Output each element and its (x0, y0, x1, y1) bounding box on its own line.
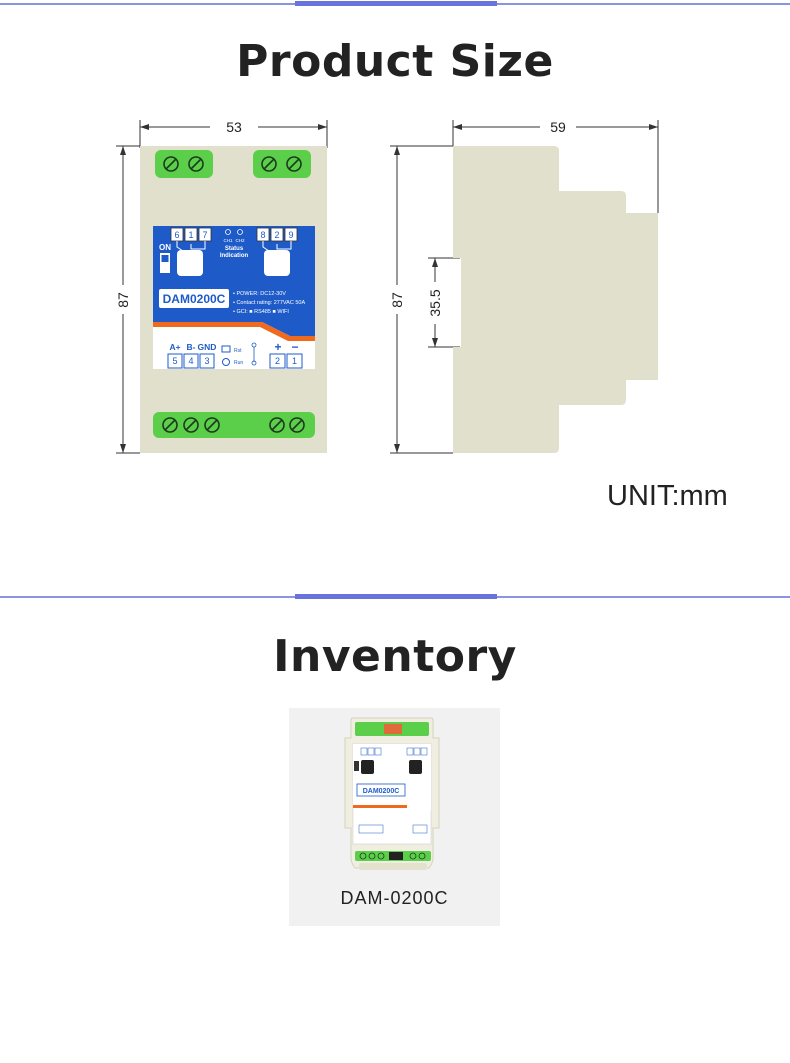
unit-label: UNIT:mm (607, 480, 728, 512)
rst-button-icon (221, 345, 231, 353)
screw-icon (261, 156, 277, 172)
screw-icon (162, 417, 178, 433)
svg-text:1: 1 (188, 230, 193, 240)
inventory-model-label: DAM0200C (363, 788, 400, 795)
side-height-label: 87 (389, 292, 405, 308)
power-minus-label: − (291, 340, 298, 354)
middle-divider (0, 594, 790, 599)
side-depth-label: 59 (550, 119, 566, 135)
panel-orange-stripe (153, 322, 315, 341)
led-ch1-label: CH1 (223, 238, 232, 243)
ground-symbol-icon (251, 342, 257, 366)
svg-text:7: 7 (202, 230, 207, 240)
rst-label: Rst (234, 348, 242, 354)
spec-gci: • GCI: ■ RS485 ■ WIFI (233, 309, 289, 315)
screw-icon (269, 417, 285, 433)
inventory-photo: DAM0200C (289, 708, 500, 926)
inventory-device-image: DAM0200C (344, 717, 440, 870)
svg-text:3: 3 (204, 356, 209, 366)
model-label: DAM0200C (163, 292, 226, 306)
status-label: Status (225, 246, 244, 252)
run-label: Run (234, 360, 243, 366)
relay2-pins: 8 2 9 (256, 227, 298, 252)
bus-label-gnd: GND (198, 342, 217, 352)
led-ch2-icon (237, 229, 243, 235)
relay2-window (264, 250, 290, 276)
model-badge (159, 289, 229, 308)
svg-text:6: 6 (174, 230, 179, 240)
screw-icon (188, 156, 204, 172)
spec-contact: • Contact rating: 277VAC 50A (233, 300, 305, 306)
front-width-dimension: 53 (139, 119, 328, 148)
screw-icon (163, 156, 179, 172)
bus-pins: 5 4 3 (167, 353, 215, 369)
front-height-label: 87 (115, 292, 131, 308)
screw-icon (289, 417, 305, 433)
side-depth-dimension: 59 (452, 119, 659, 213)
top-divider (0, 1, 790, 6)
side-rail-dimension: 35.5 (427, 257, 460, 348)
middle-divider-accent (295, 594, 497, 599)
relay1-pins: 6 1 7 (170, 227, 212, 252)
indication-label: Indication (220, 253, 249, 259)
svg-text:5: 5 (172, 356, 177, 366)
front-width-label: 53 (226, 119, 242, 135)
screw-icon (286, 156, 302, 172)
side-height-dimension: 87 (389, 145, 453, 454)
switch-on-label: ON (159, 243, 171, 252)
screw-icon (204, 417, 220, 433)
svg-text:9: 9 (288, 230, 293, 240)
run-led-icon (222, 358, 230, 366)
top-divider-accent (295, 1, 497, 6)
inventory-title: Inventory (273, 631, 517, 682)
led-ch1-icon (225, 229, 231, 235)
led-ch2-label: CH2 (235, 238, 244, 243)
svg-text:4: 4 (188, 356, 193, 366)
bus-label-b: B- (187, 342, 196, 352)
front-view-diagram: 53 87 6 1 7 8 2 9 (115, 119, 659, 454)
svg-text:8: 8 (260, 230, 265, 240)
side-housing (453, 146, 658, 453)
inventory-caption: DAM-0200C (340, 888, 449, 908)
svg-text:2: 2 (274, 230, 279, 240)
power-plus-label: + (274, 340, 281, 354)
svg-text:1: 1 (292, 356, 297, 366)
bus-label-a: A+ (169, 342, 180, 352)
svg-text:2: 2 (275, 356, 280, 366)
product-size-title: Product Size (236, 36, 554, 87)
relay1-window (177, 250, 203, 276)
dip-switch (160, 253, 170, 273)
front-height-dimension: 87 (115, 145, 140, 454)
spec-power: • POWER: DC12-30V (233, 291, 286, 297)
screw-icon (183, 417, 199, 433)
side-rail-label: 35.5 (427, 289, 443, 316)
power-pins: 2 1 (269, 353, 303, 369)
